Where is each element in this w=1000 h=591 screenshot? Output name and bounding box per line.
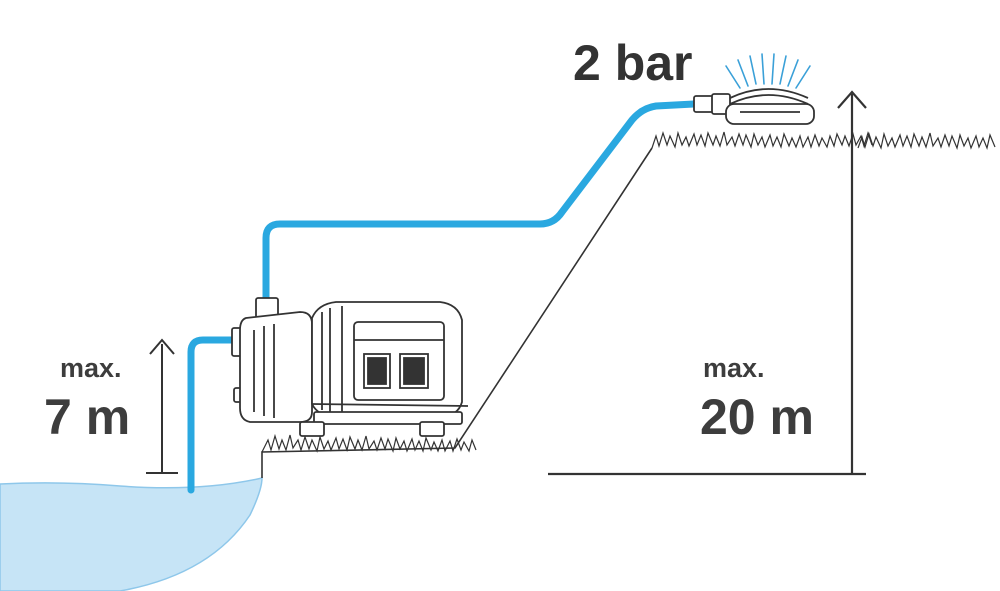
grass-top: [651, 130, 873, 150]
delivery-height-label: 20 m: [700, 389, 814, 445]
slope-line: [261, 147, 653, 478]
garden-pump-icon: [231, 297, 469, 437]
suction-height-arrow: [146, 338, 178, 474]
delivery-max-label: max.: [703, 353, 765, 383]
grass-top-right: [857, 131, 996, 151]
grass-lower: [261, 433, 477, 454]
delivery-hose: [262, 100, 698, 302]
delivery-height-arrow: [548, 90, 867, 476]
water-pool: [0, 477, 263, 591]
suction-max-label: max.: [60, 353, 122, 383]
sprinkler-icon: [693, 53, 815, 125]
suction-hose: [187, 336, 244, 494]
suction-height-label: 7 m: [44, 389, 130, 445]
pressure-label: 2 bar: [573, 35, 693, 91]
